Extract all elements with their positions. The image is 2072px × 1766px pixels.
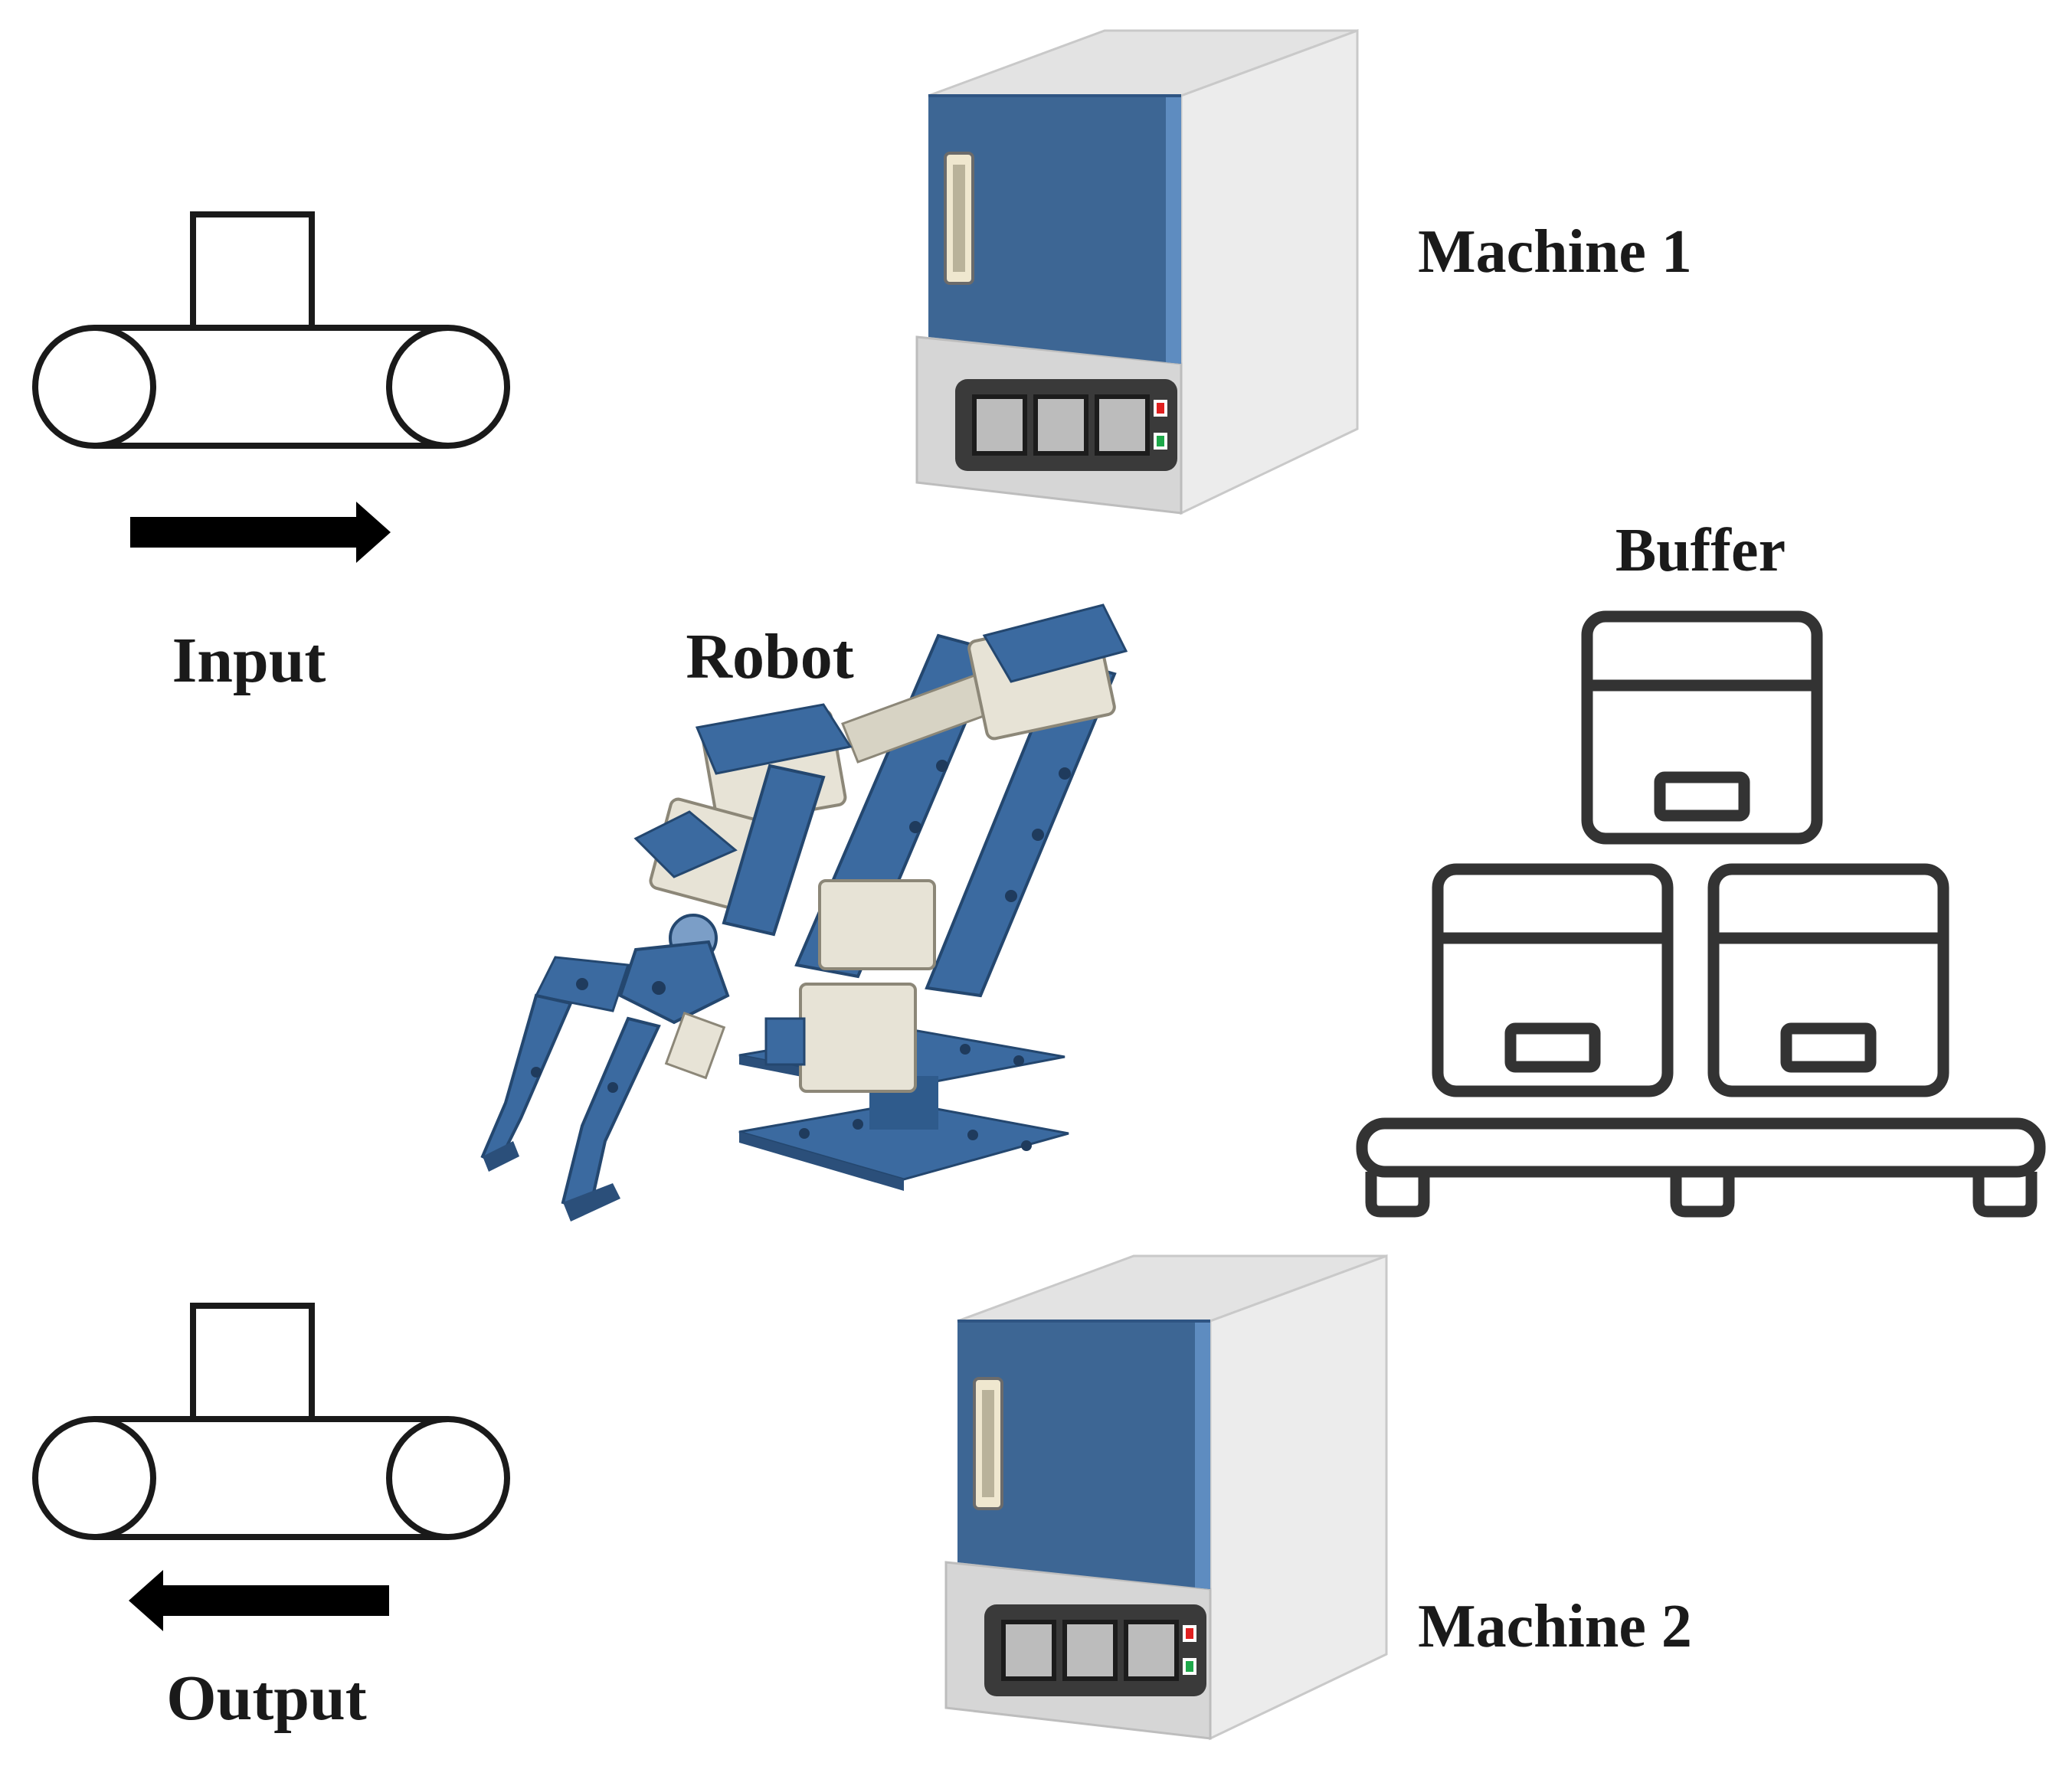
input-conveyor-icon [32, 211, 510, 449]
output-arrow-icon [129, 1570, 389, 1631]
buffer-icon [1356, 610, 2046, 1218]
input-arrow-icon [130, 502, 391, 563]
machine-2-icon [946, 1256, 1386, 1738]
buffer-label: Buffer [1615, 517, 1786, 584]
robot-label: Robot [686, 621, 853, 692]
output-label: Output [166, 1663, 366, 1734]
machine-1-icon [917, 31, 1357, 513]
machine-2-label: Machine 2 [1418, 1593, 1692, 1660]
robot-arm-icon [480, 603, 1128, 1221]
input-label: Input [172, 625, 326, 696]
machine-1-label: Machine 1 [1418, 218, 1692, 286]
output-conveyor-icon [32, 1303, 510, 1540]
